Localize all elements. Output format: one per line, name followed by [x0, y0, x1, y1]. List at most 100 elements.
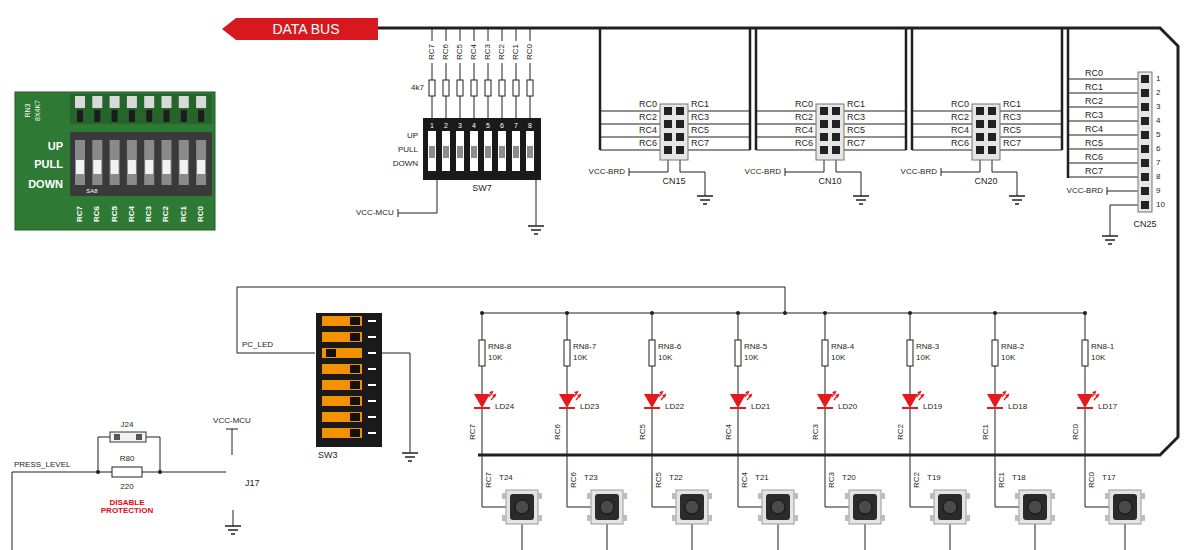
signal-label: RC5	[456, 44, 464, 60]
signal-label: RC0	[1072, 424, 1080, 440]
signal-label: RC6	[442, 44, 450, 60]
signal-label: RC4	[951, 126, 969, 135]
pin-number: 7	[1156, 159, 1160, 167]
sw7-circuit	[526, 131, 534, 171]
note-text: DISABLE PROTECTION	[95, 499, 159, 515]
signal-label: RC6	[795, 139, 813, 148]
cn25-circuit	[1141, 145, 1149, 153]
led-circuit	[322, 316, 376, 326]
part-marking: 8X4K7	[35, 99, 42, 120]
part-designator: CN20	[974, 177, 997, 186]
part-name: T23	[584, 474, 598, 482]
led-circuit	[402, 453, 418, 461]
led-circuit	[237, 287, 1085, 453]
part-name: T17	[1102, 474, 1116, 482]
button-row	[825, 455, 885, 550]
led-circuit	[987, 311, 1009, 455]
sw7-circuit	[428, 131, 436, 171]
sw7-circuit	[443, 28, 449, 118]
signal-label: RC1	[512, 44, 520, 60]
pin-number: 10	[1156, 201, 1165, 209]
signal-label: RC6	[951, 139, 969, 148]
signal-label: RC4	[470, 44, 478, 60]
signal-label: RC4	[725, 424, 733, 440]
sw7-circuit	[498, 131, 506, 171]
sw7-circuit	[513, 28, 519, 118]
board-photo	[179, 96, 189, 122]
signal-label: RC0	[795, 100, 813, 109]
jumper: J17	[226, 455, 240, 510]
board-photo	[162, 96, 172, 122]
sw7-circuit	[484, 131, 492, 171]
part-name: RN8-2	[1001, 343, 1024, 351]
led-circuit	[326, 349, 336, 357]
pin-number: 3	[1156, 103, 1160, 111]
supply-label: VCC-BRD	[1067, 187, 1103, 195]
header-blocks	[756, 28, 906, 204]
board-photo	[144, 96, 154, 122]
switch-number: 7	[514, 122, 518, 129]
cn25-circuit	[1141, 103, 1149, 111]
signal-label: RC1	[847, 100, 865, 109]
signal-label: RC3	[691, 113, 709, 122]
board-marking: RC3	[145, 206, 153, 222]
sw7-circuit	[527, 28, 533, 118]
cn25-circuit	[1067, 28, 1070, 178]
board-photo	[15, 92, 215, 230]
cn25-circuit	[1138, 72, 1152, 212]
cn25-circuit	[1141, 75, 1149, 83]
value-label: 10K	[1001, 354, 1015, 362]
button-row	[482, 455, 1145, 550]
press-level-circuit	[12, 429, 241, 550]
bus-arrow: DATA BUS	[222, 18, 378, 40]
part-designator: SW7	[472, 184, 492, 193]
led-circuit	[644, 311, 666, 455]
press-level-circuit	[12, 429, 238, 550]
sw7-circuit	[423, 118, 541, 180]
part-name: R80	[120, 455, 135, 463]
board-photo	[15, 92, 215, 230]
press-level-circuit	[114, 434, 120, 440]
part-name: LD24	[495, 403, 514, 411]
board-photo	[196, 96, 206, 122]
board-photo	[127, 96, 137, 122]
sw7-circuit	[512, 131, 520, 171]
signal-label: RC6	[1085, 153, 1103, 162]
pin-header: CN20	[972, 104, 1000, 160]
supply-label: VCC-MCU	[213, 417, 251, 425]
part-name: LD19	[923, 403, 942, 411]
led-circuit	[817, 311, 839, 455]
led-circuit	[322, 364, 376, 374]
signal-label: RC4	[1085, 125, 1103, 134]
switch-number: 6	[500, 122, 504, 129]
board-photo	[179, 140, 189, 185]
led-circuit	[322, 348, 362, 358]
dip-switch: SW3	[316, 313, 382, 447]
part-name: LD20	[838, 403, 857, 411]
sw7-circuit	[528, 226, 544, 234]
part-name: T24	[499, 474, 513, 482]
sw7-circuit	[499, 28, 505, 118]
supply-label: VCC-BRD	[901, 168, 937, 176]
led-circuit	[1077, 311, 1099, 455]
signal-label: RC5	[691, 126, 709, 135]
part-name: T19	[927, 474, 941, 482]
signal-label: RC7	[469, 424, 477, 440]
part-name: LD17	[1098, 403, 1117, 411]
signal-label: RC1	[1003, 100, 1021, 109]
part-name: RN8-7	[573, 343, 596, 351]
value-label: 220	[120, 483, 133, 491]
button-row	[652, 455, 712, 550]
press-level-circuit	[225, 526, 241, 534]
board-photo	[127, 140, 137, 185]
part-name: T22	[669, 474, 683, 482]
board-marking: PULL	[34, 159, 63, 170]
switch-number: 2	[444, 122, 448, 129]
switch-position: UP	[407, 132, 418, 140]
value-label: 10K	[1091, 354, 1105, 362]
button-row	[567, 455, 627, 550]
switch-position: DOWN	[393, 160, 418, 168]
part-marking: RN3	[23, 103, 30, 117]
sw7-circuit	[485, 28, 491, 118]
